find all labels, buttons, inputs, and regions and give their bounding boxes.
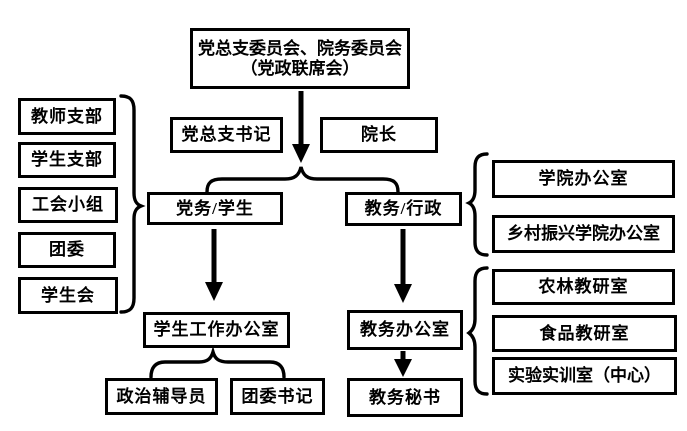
arrow-academicadmin-to-academicoffice [394, 229, 412, 303]
arrow-academicoffice-to-secretary [394, 351, 412, 377]
node-academic-admin: 教务/行政 [345, 192, 462, 226]
node-student-work-office: 学生工作办公室 [143, 312, 290, 348]
node-party-secretary: 党总支书记 [170, 117, 283, 153]
node-youth-league: 团委 [18, 232, 116, 268]
node-political-counselor: 政治辅导员 [105, 378, 218, 415]
node-student-union: 学生会 [18, 277, 118, 314]
node-college-office: 学院办公室 [492, 160, 675, 198]
node-league-secretary: 团委书记 [230, 378, 325, 415]
node-dean: 院长 [320, 117, 438, 153]
brace-right-upper-group [465, 152, 489, 257]
node-academic-secretary: 教务秘书 [347, 378, 463, 417]
node-committee-line1: 党总支委员会、院务委员会 [198, 38, 402, 58]
node-food-office: 食品教研室 [492, 315, 677, 352]
brace-studentoffice-split [149, 345, 286, 379]
arrow-committee-to-split [292, 91, 310, 163]
node-union-group: 工会小组 [18, 187, 118, 223]
node-party-student: 党务/学生 [147, 192, 283, 225]
node-teacher-branch: 教师支部 [18, 98, 116, 135]
brace-right-lower-group [466, 266, 489, 396]
node-lab-training-center: 实验实训室（中心） [492, 357, 677, 395]
node-agri-forestry-office: 农林教研室 [492, 269, 675, 305]
node-committee: 党总支委员会、院务委员会 （党政联席会） [190, 28, 410, 89]
node-rural-college-office: 乡村振兴学院办公室 [492, 215, 675, 253]
brace-left-group [119, 94, 146, 314]
brace-top-split [205, 166, 400, 194]
node-student-branch: 学生支部 [18, 142, 116, 178]
arrow-partystudent-to-studentoffice [205, 229, 223, 301]
node-committee-line2: （党政联席会） [240, 58, 360, 78]
node-academic-office: 教务办公室 [347, 310, 463, 350]
